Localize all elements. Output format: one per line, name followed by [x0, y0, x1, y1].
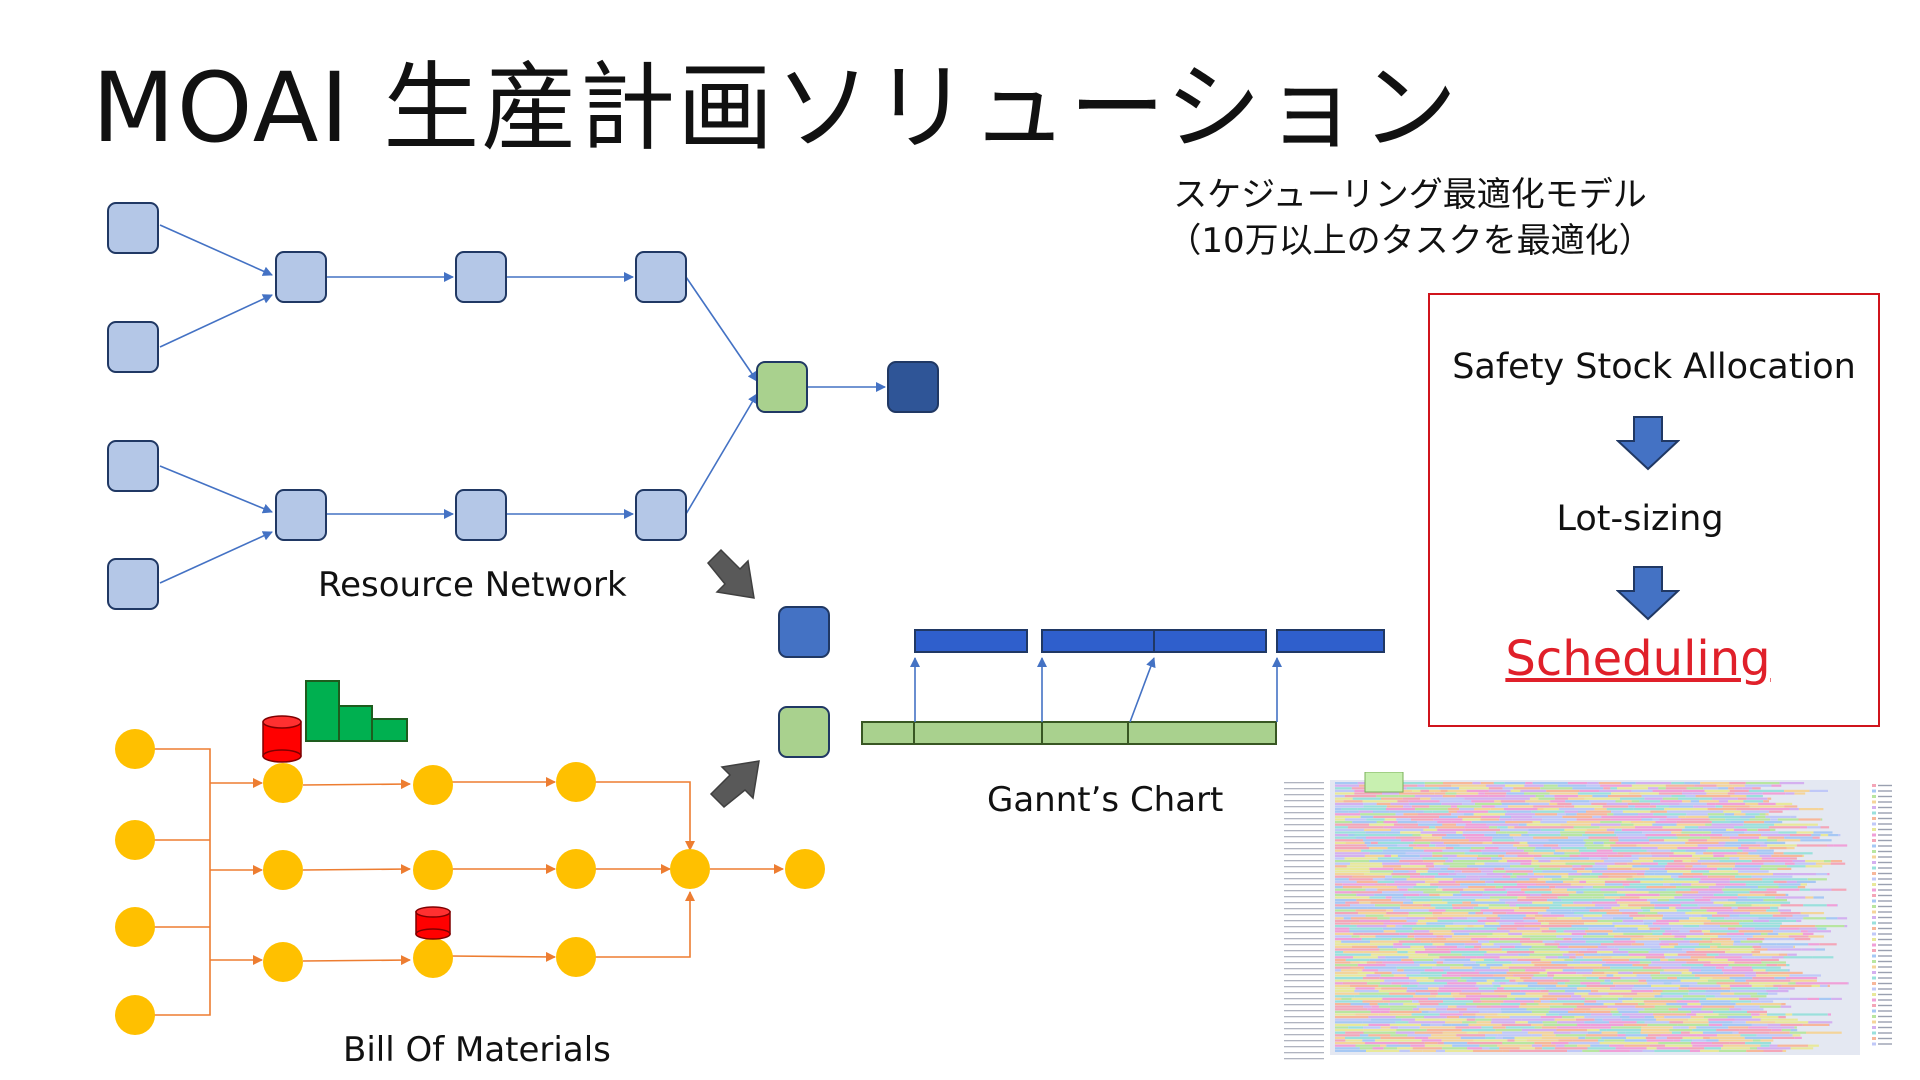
resource-node: [107, 440, 159, 492]
bill-of-materials-label: Bill Of Materials: [343, 1030, 611, 1070]
optimization-steps-frame: Safety Stock Allocation Lot-sizing Sched…: [1428, 293, 1880, 727]
material-node: [556, 849, 596, 889]
subtitle: スケジューリング最適化モデル （10万以上のタスクを最適化）: [1100, 172, 1720, 264]
resource-node: [275, 251, 327, 303]
material-node: [413, 938, 453, 978]
material-node: [115, 995, 155, 1035]
step-safety-stock-allocation: Safety Stock Allocation: [1452, 347, 1856, 387]
resource-network-nodes: [107, 202, 687, 610]
task-bar: [913, 721, 1043, 745]
task-bar: [1127, 721, 1277, 745]
resource-bar: [1276, 629, 1385, 653]
resource-node: [635, 489, 687, 541]
task-node: [778, 706, 830, 758]
machine-node: [778, 606, 830, 658]
material-node: [413, 765, 453, 805]
resource-bar: [1041, 629, 1155, 653]
page-title: MOAI 生産計画ソリューション: [92, 52, 1460, 164]
material-node: [263, 942, 303, 982]
bom-edges: [154, 748, 784, 1016]
resource-node: [635, 251, 687, 303]
resource-network-label: Resource Network: [318, 565, 627, 605]
down-right-arrow-icon: [706, 548, 755, 599]
material-node: [413, 850, 453, 890]
converge-arrows: [706, 548, 760, 809]
resource-bar: [1153, 629, 1267, 653]
material-node: [263, 850, 303, 890]
bom-nodes: [115, 729, 825, 1035]
resource-network: [107, 202, 939, 610]
inventory-cylinder-icon: [415, 906, 451, 940]
subtitle-line-2: （10万以上のタスクを最適化）: [1167, 221, 1653, 261]
step-scheduling: Scheduling: [1505, 631, 1771, 687]
step-lot-sizing: Lot-sizing: [1556, 499, 1724, 539]
resource-bar: [914, 629, 1028, 653]
material-node: [115, 729, 155, 769]
inventory-cylinder-icon: [262, 715, 302, 763]
task-bar: [861, 721, 915, 745]
down-arrow-icon: [1616, 566, 1680, 621]
bill-of-materials: [115, 680, 825, 1035]
gantt-chart-thumbnail: [1280, 772, 1900, 1062]
resource-node: [107, 321, 159, 373]
resource-node: [107, 202, 159, 254]
material-node: [556, 937, 596, 977]
final-node: [887, 361, 939, 413]
merge-node: [756, 361, 808, 413]
resource-node: [455, 489, 507, 541]
demand-histogram-icon: [305, 680, 408, 742]
resource-node: [275, 489, 327, 541]
task-bar: [1041, 721, 1129, 745]
material-node: [556, 762, 596, 802]
gantt-sketch: [861, 629, 1385, 745]
down-arrow-icon: [1616, 416, 1680, 471]
up-right-arrow-icon: [709, 760, 760, 809]
material-node: [263, 763, 303, 803]
resource-network-edges: [159, 224, 886, 584]
resource-node: [455, 251, 507, 303]
resource-node: [107, 558, 159, 610]
material-node: [785, 849, 825, 889]
material-node: [670, 849, 710, 889]
subtitle-line-1: スケジューリング最適化モデル: [1173, 175, 1647, 215]
gantt-chart-label: Gannt’s Chart: [987, 780, 1224, 820]
material-node: [115, 907, 155, 947]
material-node: [115, 820, 155, 860]
